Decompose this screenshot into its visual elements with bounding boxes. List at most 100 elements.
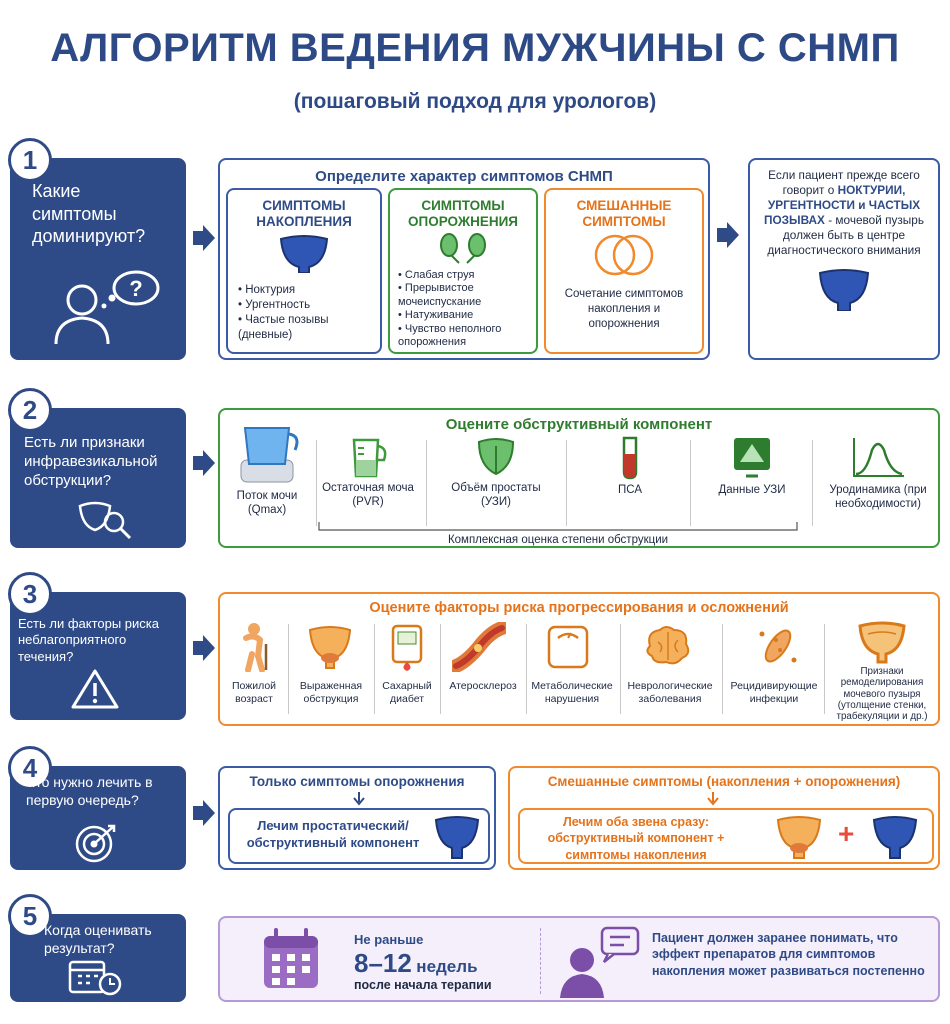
step3-card: 3 Есть ли факторы риска неблагоприятного… [8, 572, 186, 720]
curve-chart-icon [853, 438, 904, 477]
voiding-item: Натуживание [398, 309, 536, 322]
bacteria-icon [759, 629, 797, 663]
risk-label: Атеросклероз [449, 680, 517, 692]
bladder-icon [872, 816, 918, 859]
step1-panel: Определите характер симптомов СНМП СИМПТ… [218, 158, 710, 360]
venn-circles-icon [594, 234, 654, 276]
prostate-volume-label: Объём простаты (УЗИ) [451, 482, 541, 508]
step2-question: Есть ли признаки инфравезикальной обстру… [24, 434, 158, 489]
divider [440, 624, 441, 714]
step1-side-arrow-icon [717, 222, 739, 248]
divider [566, 440, 567, 526]
side-note-pre: Если пациент прежде всего говорит о [768, 168, 920, 198]
calendar-icon [264, 928, 318, 988]
elderly-person-icon [243, 623, 268, 672]
divider [526, 624, 527, 714]
step1-question: Какие симптомы доминируют? [32, 181, 146, 246]
risk-label: Неврологические заболевания [627, 680, 713, 705]
voiding-treatment-box: Лечим простатический/ обструктивный комп… [228, 808, 490, 864]
voiding-item: Прерывистое мочеиспускание [398, 282, 536, 309]
prostate-icon [477, 438, 515, 476]
storage-item: Ургентность [238, 298, 380, 313]
step2-panel-title: Оцените обструктивный компонент [445, 416, 713, 433]
svg-text:?: ? [129, 276, 142, 301]
divider [722, 624, 723, 714]
prostate-bladder-icon [776, 816, 822, 859]
weeks-word: недель [416, 957, 478, 976]
divider [812, 440, 813, 526]
storage-item: Ноктурия [238, 283, 380, 298]
mixed-title-b: СИМПТОМЫ [582, 213, 666, 229]
step3-number: 3 [8, 572, 52, 616]
calendar-clock-icon [68, 960, 122, 996]
divider [540, 928, 541, 994]
mixed-title-a: СМЕШАННЫЕ [576, 198, 672, 213]
prostate-volume-item: Объём простаты (УЗИ) [436, 436, 556, 510]
psa-item: ПСА [580, 436, 680, 498]
page-subtitle: (пошаговый подход для урологов) [293, 90, 657, 113]
bracket-line [318, 522, 798, 531]
mixed-treatment-line-a: Лечим оба звена сразу: [562, 815, 710, 829]
step2-panel: Оцените обструктивный компонент Поток мо… [218, 408, 940, 548]
pvr-item: Остаточная моча (PVR) [320, 436, 416, 510]
step2-number: 2 [8, 388, 52, 432]
step3-arrow-icon [193, 635, 215, 661]
divider [824, 624, 825, 714]
risk-label: Сахарный диабет [382, 680, 432, 705]
step4-number: 4 [8, 746, 52, 790]
step4-arrow-icon [193, 800, 215, 826]
uroflowmeter-icon [240, 427, 299, 483]
ultrasound-monitor-icon [734, 438, 770, 478]
patient-speech-icon [560, 926, 640, 998]
voiding-title-b: ОПОРОЖНЕНИЯ [408, 213, 518, 229]
test-tube-icon [622, 436, 638, 480]
step5-panel: Не раньше 8–12 недель после начала терап… [218, 916, 940, 1002]
target-icon [75, 824, 116, 863]
step5-card: 5 Когда оценивать результат? [8, 894, 186, 1002]
step4-card: 4 Что нужно лечить в первую очередь? [8, 746, 186, 870]
page-title: АЛГОРИТМ ВЕДЕНИЯ МУЖЧИНЫ С СНМП [50, 26, 900, 70]
bladder-obstruction-icon [308, 626, 352, 669]
thinking-person-icon: ? [54, 270, 160, 345]
urodynamics-item: Уродинамика (при необходимости) [818, 436, 938, 512]
step1-arrow-icon [193, 225, 215, 251]
voiding-treatment-text: Лечим простатический/ обструктивный комп… [246, 818, 420, 850]
bladder-icon [818, 268, 870, 311]
urodynamics-label: Уродинамика (при необходимости) [829, 484, 927, 510]
step5-question: Когда оценивать результат? [44, 922, 152, 956]
artery-icon [452, 622, 506, 672]
pvr-label: Остаточная моча (PVR) [322, 482, 414, 508]
step1-number: 1 [8, 138, 52, 182]
risk-label: Метаболические нарушения [531, 680, 613, 705]
mixed-treatment-line-b: обструктивный компонент + симптомы накоп… [547, 831, 725, 862]
divider [374, 624, 375, 714]
flow-item: Поток мочи (Qmax) [224, 420, 310, 518]
step4-right-panel: Смешанные симптомы (накопления + опорожн… [508, 766, 940, 870]
mixed-treatment-box: Лечим оба звена сразу: обструктивный ком… [518, 808, 934, 864]
step2-arrow-icon [193, 450, 215, 476]
storage-title-a: СИМПТОМЫ [262, 198, 346, 213]
weeks-number: 8–12 [354, 948, 412, 978]
side-note-highlight: НОКТУРИИ, УРГЕНТНОСТИ и ЧАСТЫХ ПОЗЫВАХ [764, 183, 921, 228]
prostate-magnifier-icon [78, 501, 132, 540]
storage-item: Частые позывы (дневные) [238, 313, 380, 343]
risk-label: Признаки ремоделирования мочевого пузыря… [836, 666, 928, 723]
down-arrow-icon [353, 792, 365, 806]
flow-label: Поток мочи (Qmax) [236, 490, 298, 516]
voiding-item: Слабая струя [398, 269, 536, 282]
step3-panel-title: Оцените факторы риска прогрессирования и… [369, 600, 789, 616]
voiding-only-title: Только симптомы опорожнения [249, 774, 465, 789]
risk-label: Пожилой возраст [231, 680, 277, 705]
step4-question: Что нужно лечить в первую очередь? [26, 774, 153, 808]
step1-panel-title: Определите характер симптомов СНМП [315, 168, 613, 185]
kidneys-icon [440, 233, 486, 264]
brain-icon [646, 626, 690, 665]
down-arrow-icon [707, 792, 719, 806]
psa-label: ПСА [618, 484, 642, 496]
side-note-post: - мочевой пузырь должен быть в центре ди… [767, 213, 924, 258]
storage-title-b: НАКОПЛЕНИЯ [256, 213, 352, 229]
remodeled-bladder-icon [858, 621, 906, 664]
